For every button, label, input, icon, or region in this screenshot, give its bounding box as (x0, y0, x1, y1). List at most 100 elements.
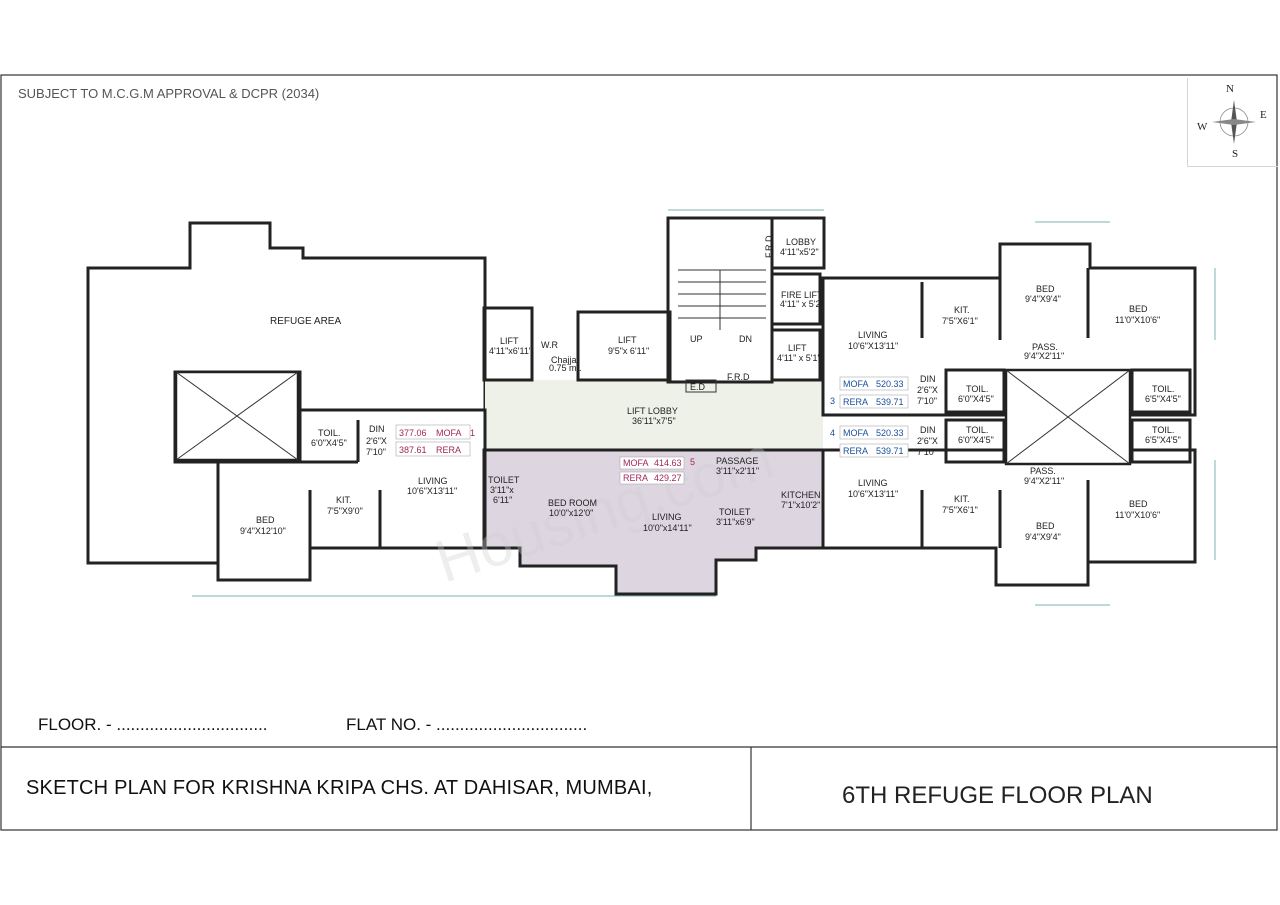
compass-n: N (1226, 83, 1234, 95)
din-3-label: DIN (920, 374, 936, 384)
lift-shaft-c (770, 328, 822, 382)
din-4-dim-a: 2'6"X (917, 436, 938, 446)
lift-shaft-a (482, 306, 534, 382)
kit-4-dim: 7'5"X6'1" (942, 505, 978, 515)
flat-5-mofa-value: 414.63 (654, 458, 682, 468)
din-1-dim-b: 7'10" (366, 447, 386, 457)
compass-icon: N E S W (1197, 83, 1267, 160)
lift-lobby-area (485, 380, 823, 450)
flat-3-rera-value: 539.71 (876, 397, 904, 407)
flat-5-rera-value: 429.27 (654, 473, 682, 483)
flat-3-mofa-value: 520.33 (876, 379, 904, 389)
flat-1-mofa-box (395, 424, 471, 440)
toil-1-dim: 6'0"X4'5" (311, 438, 347, 448)
bed-room-dim: 10'0"x12'0" (549, 508, 593, 518)
stair-up-label: UP (690, 334, 703, 344)
pass-3-label: PASS. (1032, 342, 1058, 352)
toilet-a-label: TOILET (488, 475, 520, 485)
lobby-dim: 4'11"x5'2" (780, 247, 819, 257)
lift-lobby-dim: 36'11"x7'5" (632, 416, 676, 426)
compass-rose: N E S W (1187, 78, 1278, 167)
toilet-a-dim-a: 3'11"x (490, 485, 514, 495)
pass-4-dim: 9'4"X2'11" (1024, 476, 1064, 486)
din-4-dim-b: 7'10" (917, 447, 937, 457)
bed-room-label: BED ROOM (548, 498, 597, 508)
kit-3-label: KIT. (954, 305, 970, 315)
approval-note: SUBJECT TO M.C.G.M APPROVAL & DCPR (2034… (18, 86, 320, 101)
lift-c-dim: 4'11" x 5'1" (777, 353, 821, 363)
floor-plan-title: 6TH REFUGE FLOOR PLAN (842, 782, 1153, 809)
fire-lift-dim: 4'11" x 5'2" (780, 299, 824, 309)
flat-4-rera-box (839, 443, 909, 458)
flat-1-number: 1 (470, 428, 475, 438)
lift-a-label: LIFT (500, 336, 519, 346)
living-1-label: LIVING (418, 476, 448, 486)
drawing-frame (0, 74, 1278, 831)
toilet-a-dim-b: 6'11" (493, 495, 512, 505)
flat-4-mofa-box (839, 425, 909, 440)
flat-1-mofa-value: 377.06 (399, 428, 427, 438)
chajja-label: Chajja (551, 355, 577, 365)
compass-e: E (1260, 109, 1267, 121)
kit-4-label: KIT. (954, 494, 970, 504)
pass-4-label: PASS. (1030, 466, 1056, 476)
toil-4b-label: TOIL. (1152, 425, 1174, 435)
flat-4-mofa-label: MOFA (843, 428, 869, 438)
flat-5-number: 5 (690, 457, 695, 467)
flat-4-rera-label: RERA (843, 446, 868, 456)
flat-4-rera-value: 539.71 (876, 446, 904, 456)
bed-3a-dim: 9'4"X9'4" (1025, 294, 1061, 304)
toil-3a-label: TOIL. (966, 384, 988, 394)
wr-label: W.R (541, 340, 558, 350)
bed-4a-label: BED (1036, 521, 1055, 531)
lift-shaft-b (576, 310, 672, 382)
flat-5-rera-label: RERA (623, 473, 648, 483)
kit-3-dim: 7'5"X6'1" (942, 316, 978, 326)
chajja-dim: 0.75 mt. (549, 363, 582, 373)
pass-3-dim: 9'4"X2'11" (1024, 351, 1064, 361)
toil-3a-dim: 6'0"X4'5" (958, 394, 994, 404)
flat-no-field: FLAT NO. - .............................… (346, 715, 588, 734)
flat-3-mofa-box (839, 376, 909, 391)
flat-3-outline (821, 242, 1197, 417)
lift-b-dim: 9'5"x 6'11" (608, 346, 649, 356)
refuge-area-label: REFUGE AREA (270, 316, 341, 327)
lift-c-label: LIFT (788, 343, 807, 353)
frd-label: F.R.D (727, 372, 750, 382)
lift-b-label: LIFT (618, 335, 637, 345)
din-4-label: DIN (920, 425, 936, 435)
toil-4a-dim: 6'0"X4'5" (958, 435, 994, 445)
toil-3b-dim: 6'5"X4'5" (1145, 394, 1181, 404)
bed-4a-dim: 9'4"X9'4" (1025, 532, 1061, 542)
fire-lift-label: FIRE LIFT (781, 290, 823, 300)
toil-4b-dim: 6'5"X4'5" (1145, 435, 1181, 445)
living-5-label: LIVING (652, 512, 682, 522)
toil-4a-label: TOIL. (966, 425, 988, 435)
ed-label: E.D (690, 382, 706, 392)
bed-3b-label: BED (1129, 304, 1148, 314)
toilet-b-label: TOILET (719, 507, 751, 517)
living-4-label: LIVING (858, 478, 888, 488)
lobby-label: LOBBY (786, 237, 816, 247)
fire-lift-box (770, 272, 822, 326)
living-5-dim: 10'0"x14'11" (643, 523, 692, 533)
flat-3-number: 3 (830, 396, 835, 406)
flat-3-mofa-label: MOFA (843, 379, 869, 389)
bed-1-dim: 9'4"X12'10" (240, 526, 286, 536)
din-1-dim-a: 2'6"X (366, 436, 387, 446)
flat-1-mofa-label: MOFA (436, 428, 462, 438)
flat-4-outline (821, 448, 1197, 587)
toil-3b-label: TOIL. (1152, 384, 1174, 394)
flat-5-mofa-label: MOFA (623, 458, 649, 468)
lift-a-dim: 4'11"x6'11" (489, 346, 532, 356)
compass-s: S (1232, 148, 1238, 160)
bed-1-label: BED (256, 515, 275, 525)
living-3-label: LIVING (858, 330, 888, 340)
living-1-dim: 10'6"X13'11" (407, 486, 457, 496)
kitchen-label: KITCHEN (781, 490, 821, 500)
bed-4b-label: BED (1129, 499, 1148, 509)
lift-lobby-label: LIFT LOBBY (627, 406, 678, 416)
bed-3a-label: BED (1036, 284, 1055, 294)
passage-label: PASSAGE (716, 456, 758, 466)
compass-w: W (1197, 121, 1208, 133)
